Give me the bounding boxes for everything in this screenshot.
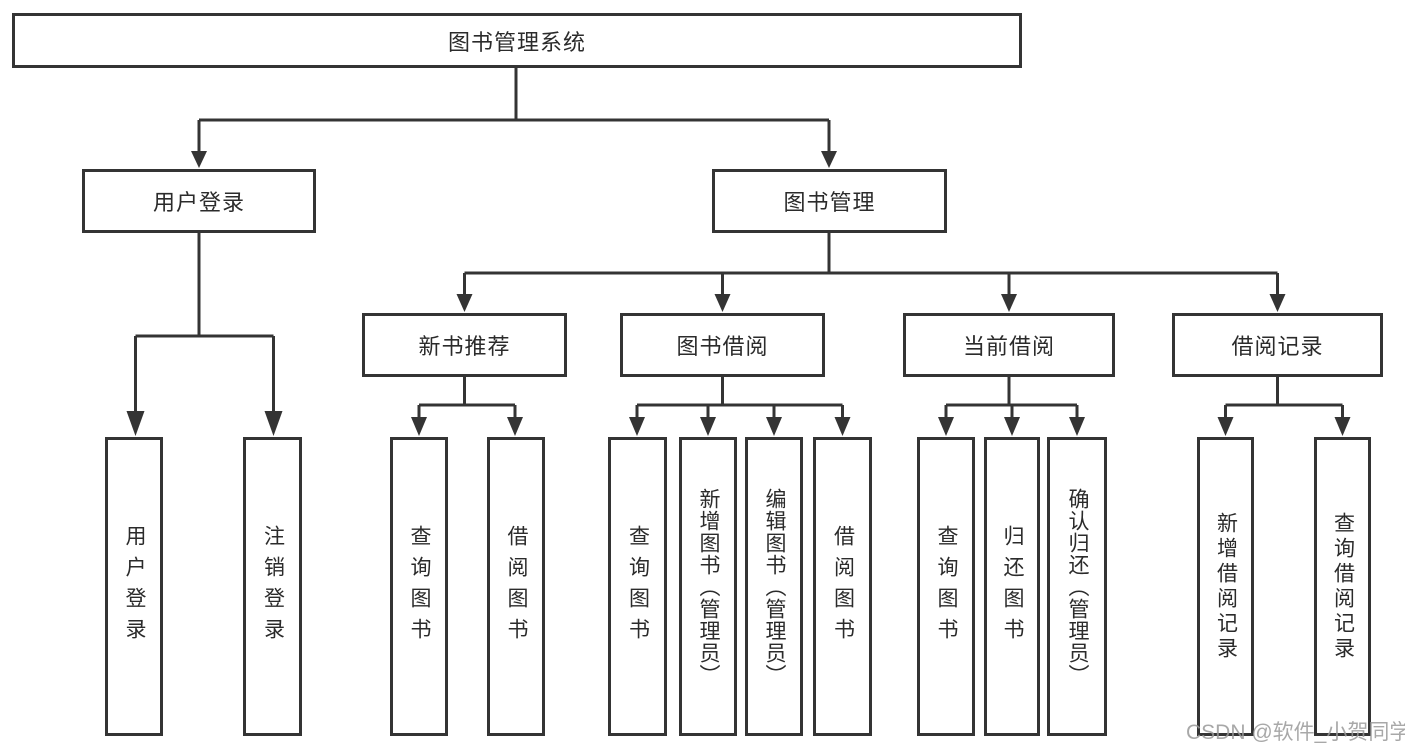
leaf-query-books-current: 查询图书 <box>917 437 975 736</box>
arrowhead-icon <box>714 294 731 312</box>
node-label: 当前借阅 <box>962 334 1055 359</box>
leaf-borrow-books-recommend: 借阅图书 <box>487 437 545 736</box>
arrowheads <box>126 151 1351 436</box>
node-label: 借阅图书 <box>831 524 855 649</box>
leaf-add-book-admin: 新增图书（管理员） <box>679 437 737 736</box>
arrowhead-icon <box>821 151 837 168</box>
node-label: 借阅记录 <box>1231 334 1324 359</box>
node-label: 查询图书 <box>626 524 650 649</box>
leaf-query-borrow-record: 查询借阅记录 <box>1314 437 1371 736</box>
arrowhead-icon <box>629 417 645 436</box>
arrowhead-icon <box>264 411 283 436</box>
node-label: 用户登录 <box>123 524 147 649</box>
leaf-return-book: 归还图书 <box>984 437 1040 736</box>
node-user-login: 用户登录 <box>82 169 316 233</box>
node-label: 查询图书 <box>935 524 959 649</box>
arrowhead-icon <box>1069 417 1085 436</box>
arrowhead-icon <box>766 417 782 436</box>
arrowhead-icon <box>456 294 473 312</box>
connector-currentborrow-to-children <box>944 377 1079 419</box>
node-current-borrow: 当前借阅 <box>903 313 1115 377</box>
leaf-query-books-borrow: 查询图书 <box>608 437 667 736</box>
node-label: 查询图书 <box>408 524 432 649</box>
node-label: 查询借阅记录 <box>1331 511 1355 662</box>
node-root-system: 图书管理系统 <box>12 13 1022 68</box>
leaf-query-books-recommend: 查询图书 <box>390 437 448 736</box>
arrowhead-icon <box>834 417 851 436</box>
node-label: 确认归还（管理员） <box>1066 487 1090 686</box>
csdn-watermark: CSDN @软件_小贺同学 <box>1186 721 1405 744</box>
connector-bookmgmt-to-level3 <box>463 233 1279 296</box>
node-label: 用户登录 <box>152 190 245 215</box>
node-label: 编辑图书（管理员） <box>763 487 787 686</box>
leaf-logout: 注销登录 <box>243 437 302 736</box>
connector-userlogin-to-children <box>134 233 275 413</box>
leaf-add-borrow-record: 新增借阅记录 <box>1197 437 1254 736</box>
node-new-book-recommend: 新书推荐 <box>362 313 567 377</box>
node-label: 图书管理 <box>783 190 876 215</box>
arrowhead-icon <box>126 411 145 436</box>
node-label: 归还图书 <box>1001 524 1025 649</box>
leaf-confirm-return-admin: 确认归还（管理员） <box>1047 437 1107 736</box>
node-book-borrow: 图书借阅 <box>620 313 825 377</box>
arrowhead-icon <box>191 151 207 168</box>
node-label: 新增借阅记录 <box>1214 511 1238 662</box>
arrowhead-icon <box>1001 294 1017 312</box>
arrowhead-icon <box>1334 417 1351 436</box>
node-label: 借阅图书 <box>505 524 529 649</box>
connector-root-to-level2 <box>197 68 831 153</box>
connector-newbook-to-children <box>417 377 517 419</box>
node-label: 图书借阅 <box>676 334 769 359</box>
node-label: 新增图书（管理员） <box>697 487 721 686</box>
arrowhead-icon <box>1217 417 1234 436</box>
arrowhead-icon <box>507 417 523 436</box>
node-book-management: 图书管理 <box>712 169 947 233</box>
connector-records-to-children <box>1224 377 1344 419</box>
node-label: 图书管理系统 <box>447 29 586 55</box>
arrowhead-icon <box>700 417 716 436</box>
arrowhead-icon <box>411 417 427 436</box>
arrowhead-icon <box>938 417 954 436</box>
leaf-user-login: 用户登录 <box>105 437 163 736</box>
arrowhead-icon <box>1004 417 1020 436</box>
leaf-edit-book-admin: 编辑图书（管理员） <box>745 437 803 736</box>
node-borrow-records: 借阅记录 <box>1172 313 1383 377</box>
connector-bookborrow-to-children <box>635 377 844 419</box>
node-label: 新书推荐 <box>418 334 511 359</box>
arrowhead-icon <box>1269 294 1286 312</box>
node-label: 注销登录 <box>261 524 285 649</box>
leaf-borrow-books-2: 借阅图书 <box>813 437 872 736</box>
